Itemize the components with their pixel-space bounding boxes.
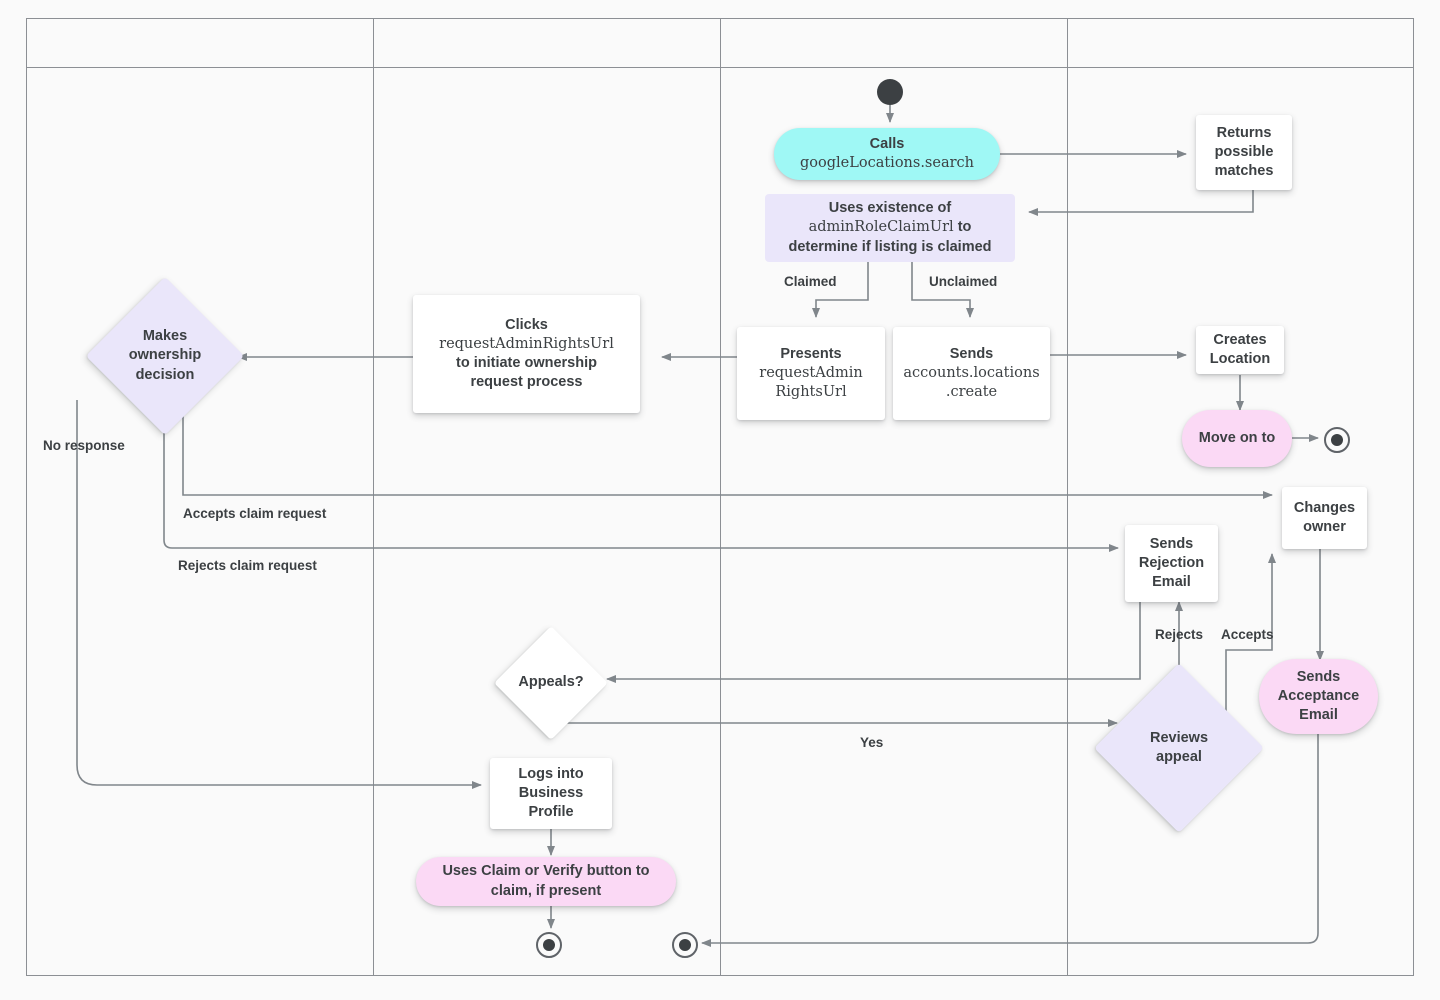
node-presents-requestadminrightsurl[interactable]: Presents requestAdmin RightsUrl: [737, 327, 885, 420]
edge-label-rejects-claim-request: Rejects claim request: [178, 558, 317, 573]
node-sends-acceptance-email[interactable]: Sends Acceptance Email: [1259, 659, 1378, 734]
node-line-1: Logs into: [518, 765, 584, 782]
node-line-2: Acceptance: [1277, 687, 1360, 704]
node-sends-accounts-locations-create[interactable]: Sends accounts.locations .create: [893, 327, 1050, 420]
node-line-2: requestAdminRightsUrl: [439, 335, 614, 352]
node-line-4: request process: [470, 374, 583, 391]
node-line-3: Profile: [528, 804, 574, 821]
node-line-1: Returns: [1216, 124, 1272, 141]
end-terminal-proposed-owner: [536, 932, 562, 958]
edge-label-yes: Yes: [860, 735, 884, 750]
edge-label-accepts: Accepts: [1221, 627, 1274, 642]
node-line-2: requestAdmin: [759, 364, 863, 381]
edge-label-unclaimed: Unclaimed: [929, 274, 998, 289]
edge-label-no-response: No response: [40, 437, 125, 455]
node-line-2: owner: [1303, 519, 1346, 535]
lane-divider-3: [1067, 18, 1068, 976]
node-changes-owner[interactable]: Changes owner: [1282, 487, 1367, 549]
node-line-3: Email: [1299, 707, 1338, 724]
node-line-3: to initiate ownership: [456, 355, 597, 371]
node-line-1: Presents: [780, 345, 842, 362]
node-line-2-suffix: to: [953, 219, 972, 236]
node-calls-googlelocations-search[interactable]: Calls googleLocations.search: [774, 128, 1000, 180]
node-line-1: Makes: [142, 328, 188, 345]
end-terminal-partner-portal: [672, 932, 698, 958]
node-line-2: claim, if present: [490, 882, 602, 899]
node-logs-into-business-profile[interactable]: Logs into Business Profile: [490, 758, 612, 829]
node-line-1: Creates: [1213, 331, 1267, 348]
node-line-1: Appeals?: [518, 674, 584, 691]
node-creates-location[interactable]: Creates Location: [1196, 326, 1284, 374]
lane-divider-1: [373, 18, 374, 976]
node-uses-existence-of-adminroleclaimurl[interactable]: Uses existence of adminRoleClaimUrl to d…: [765, 194, 1015, 262]
node-appeals-decision[interactable]: Appeals?: [494, 626, 608, 740]
node-reviews-appeal[interactable]: Reviews appeal: [1094, 663, 1264, 833]
edge-label-rejects: Rejects: [1155, 627, 1204, 642]
node-line-3: Email: [1152, 574, 1191, 591]
node-line-1: Move on to: [1198, 429, 1276, 446]
node-line-1: Sends: [1296, 668, 1341, 685]
lane-divider-2: [720, 18, 721, 976]
node-clicks-requestadminrightsurl[interactable]: Clicks requestAdminRightsUrl to initiate…: [413, 295, 640, 413]
edge-label-no-response-line-2: response: [64, 438, 125, 453]
node-sends-rejection-email[interactable]: Sends Rejection Email: [1125, 525, 1218, 602]
node-line-1: Calls: [869, 135, 905, 152]
node-line-1: Clicks: [505, 316, 548, 333]
end-terminal-google: [1324, 427, 1350, 453]
node-move-on-to[interactable]: Move on to: [1182, 410, 1292, 467]
node-line-3: matches: [1214, 163, 1274, 180]
node-line-3: RightsUrl: [775, 384, 847, 401]
node-line-2: Rejection: [1138, 554, 1205, 571]
node-makes-ownership-decision[interactable]: Makes ownership decision: [85, 276, 245, 436]
node-line-3: determine if listing is claimed: [788, 238, 992, 255]
edge-label-no-response-line-1: No: [43, 438, 61, 453]
edge-label-accepts-claim-request: Accepts claim request: [183, 506, 327, 521]
node-line-3: decision: [135, 366, 195, 383]
node-line-2: appeal: [1156, 749, 1202, 765]
node-line-2: Location: [1209, 351, 1271, 367]
edge-label-claimed: Claimed: [784, 274, 837, 289]
start-terminal: [877, 79, 903, 105]
node-line-2: Business: [518, 784, 584, 801]
node-line-1: Sends: [949, 345, 994, 362]
node-line-1: Changes: [1293, 499, 1356, 516]
node-returns-possible-matches[interactable]: Returns possible matches: [1196, 115, 1292, 190]
node-line-2: accounts.locations: [903, 364, 1040, 381]
node-line-2: possible: [1214, 143, 1274, 160]
node-line-2: googleLocations.search: [799, 155, 974, 171]
node-line-3: .create: [945, 384, 998, 401]
node-uses-claim-or-verify-button[interactable]: Uses Claim or Verify button to claim, if…: [416, 857, 676, 906]
node-line-1: Sends: [1149, 535, 1194, 552]
node-line-2: ownership: [128, 347, 202, 364]
node-line-1: Uses existence of: [828, 200, 952, 217]
node-line-1: Uses Claim or Verify button to: [442, 863, 650, 880]
node-line-2-code: adminRoleClaimUrl: [808, 219, 954, 236]
node-line-1: Reviews: [1149, 729, 1209, 746]
